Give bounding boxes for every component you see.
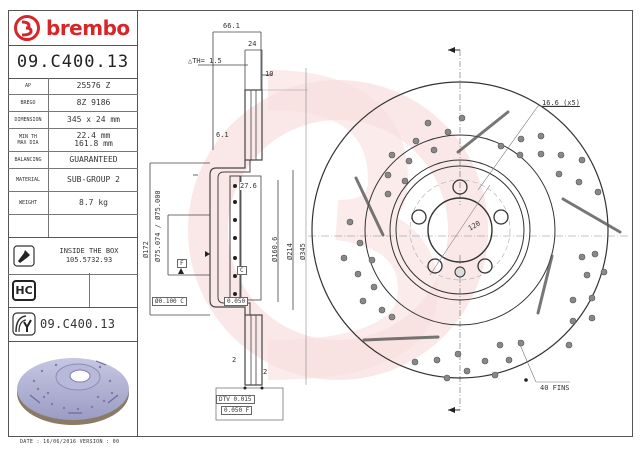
brake-disc-photo-icon [17,358,129,425]
technical-drawing: 66.1 24 △TH= 1.5 10 6.1 27.6 Ø172 Ø75.07… [138,10,633,437]
spec-value: 25576 Z [76,81,111,90]
spec-row: BALANCING GUARANTEED [8,152,138,169]
spec-key: BREGO [8,95,49,111]
spec-key: DIMENSION [8,112,49,128]
spec-value: SUB-GROUP 2 [67,175,120,184]
spec-row: DIMENSION 345 x 24 mm [8,112,138,129]
dim-thickness: 24 [248,40,257,48]
alternative-part-number: 09.C400.13 [40,317,116,331]
spec-value: GUARANTEED [69,155,118,164]
bolt-hole-diameter: 16.6 (x5) [542,99,580,107]
product-photo [8,341,138,437]
brand-name: brembo [46,15,130,40]
brembo-logo-icon [14,14,40,41]
hc-row: HC [8,273,138,308]
spec-row: MATERIAL SUB-GROUP 2 [8,169,138,192]
spec-row: MIN TH MAX DIA 22.4 mm 161.8 mm [8,129,138,152]
spec-value: 8Z 9186 [76,98,111,107]
dim-dia-max: Ø160.6 [271,236,279,262]
spec-value: 22.4 mm 161.8 mm [74,131,113,148]
spec-row-empty [8,215,138,237]
dim-dia-172: Ø172 [142,241,150,258]
spec-row: BREGO 8Z 9186 [8,95,138,112]
footer-date-version: DATE : 16/06/2016 VERSION : 00 [20,439,120,445]
front-view [308,47,628,413]
dim-hat-offset: 6.1 [216,131,229,139]
spec-key: BALANCING [8,152,49,168]
tolerance-runout-left: Ø0.100 C [152,297,187,306]
spec-key: WEIGHT [8,192,49,214]
spec-row: WEIGHT 8.7 kg [8,192,138,215]
dim-dia-345: Ø345 [299,243,307,260]
kit-line1: INSIDE THE BOX [59,247,119,255]
brand-logo: brembo [8,10,138,46]
side-mark-right: 2 [263,368,268,376]
spec-row: AP 25576 Z [8,78,138,95]
spec-key: MIN TH MAX DIA [8,129,49,151]
spec-key: MATERIAL [8,169,49,191]
info-panel: brembo 09.C400.13 AP 25576 Z BREGO 8Z 91… [8,10,138,437]
tolerance-flatness-right: 0.050 [224,297,249,306]
alternative-row: 09.C400.13 [8,307,138,342]
spec-value: 345 x 24 mm [67,115,120,124]
spec-value: 8.7 kg [79,198,108,207]
fin-count: 40 FINS [540,384,570,392]
part-number: 09.C400.13 [8,46,138,79]
dim-offset-top: 10 [265,70,274,78]
side-mark-left: 2 [232,356,237,364]
kit-row: INSIDE THE BOX 105.5732.93 [8,237,138,275]
coated-disc-icon [12,312,36,336]
dim-hat-depth: 27.6 [240,182,257,190]
datum-f: F [177,259,187,268]
dim-th-variation: △TH= 1.5 [188,57,222,65]
spec-key: AP [8,78,49,94]
spec-table: AP 25576 Z BREGO 8Z 9186 DIMENSION 345 x… [8,78,138,237]
dim-dia-214: Ø214 [286,243,294,260]
hc-icon: HC [12,279,36,301]
section-view [149,31,308,421]
dim-overall-height: 66.1 [223,22,240,30]
kit-line2: 105.5732.93 [65,256,113,264]
dim-center-bore: Ø75.074 / Ø75.000 [154,190,162,262]
brembo-watermark-icon [188,70,488,380]
tolerance-parallelism: DTV 0.015 [216,395,255,404]
tolerance-dtv: 0.050 F [221,406,253,415]
datum-c: C [237,266,247,275]
screw-icon [13,245,35,267]
